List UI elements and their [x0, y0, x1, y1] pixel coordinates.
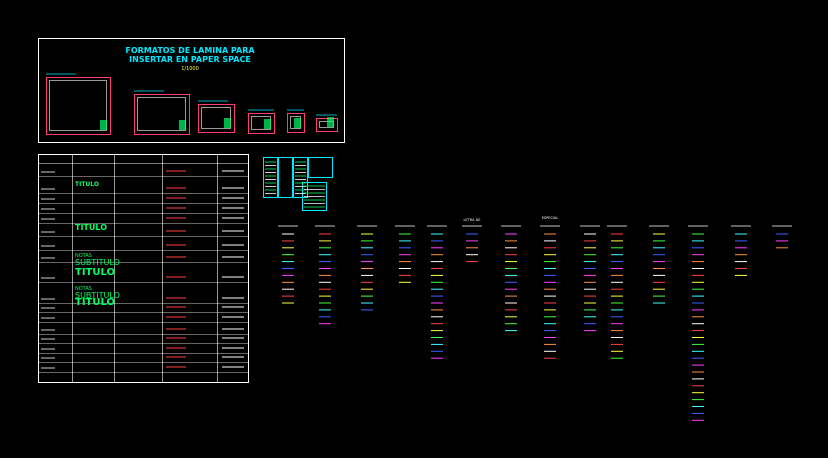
block-thumbnails: [263, 157, 333, 211]
sample-subtitle-1: SUBTITULO: [75, 258, 120, 267]
sheet-format-2: [134, 94, 190, 135]
block-thumbnail-5: [302, 182, 327, 211]
sample-title-medium: TITULO: [75, 223, 107, 232]
sheet-format-4: [248, 113, 275, 134]
layer-column-heading-letra: LETRA DE: [463, 218, 480, 222]
block-thumbnail-2: [278, 157, 293, 198]
text-styles-table: TITULO TITULO NOTAS SUBTITULO TITULO NOT…: [38, 154, 249, 383]
sheet-format-previews: [46, 73, 338, 135]
sheet-format-title-block-3: [224, 118, 231, 128]
sample-title-large-1: TITULO: [75, 267, 115, 278]
block-thumbnail-1: [263, 157, 278, 198]
sheet-format-5: [287, 113, 305, 133]
block-thumbnail-4: [308, 157, 333, 178]
sample-title-large-2: TITULO: [75, 297, 115, 308]
text-styles-table-frame: [38, 154, 249, 383]
sheet-format-title-block-4: [264, 119, 271, 129]
sheet-format-title-block-6: [327, 117, 334, 127]
sample-notes-2: NOTAS: [75, 286, 92, 292]
panel-title-line-2: INSERTAR EN PAPER SPACE: [129, 55, 251, 64]
sheet-format-1: [46, 77, 111, 135]
sheet-format-inner-1: [49, 80, 107, 131]
block-thumbnail-3: [293, 157, 308, 198]
sheet-format-3: [198, 104, 235, 133]
block-thumbnail-details: [265, 161, 325, 208]
panel-title-line-1: FORMATOS DE LAMINA PARA: [125, 46, 255, 55]
sheet-formats-frame: [38, 38, 345, 143]
sample-subtitle-2: SUBTITULO: [75, 291, 120, 300]
layer-column-heading-especial: ESPECIAL: [542, 216, 559, 220]
sheet-format-title-block-2: [179, 120, 186, 130]
layer-columns: LETRA DE ESPECIAL: [278, 216, 792, 421]
sheet-format-inner-2: [137, 97, 186, 131]
sheet-formats-panel: FORMATOS DE LAMINA PARA INSERTAR EN PAPE…: [38, 38, 345, 143]
panel-scale: 1/1000: [181, 66, 199, 72]
text-styles-table-grid: [39, 155, 248, 383]
sheet-format-title-block-1: [100, 120, 107, 130]
sample-notes-1: NOTAS: [75, 253, 92, 259]
sample-title-small: TITULO: [75, 181, 99, 188]
sheet-format-title-block-5: [294, 118, 301, 128]
